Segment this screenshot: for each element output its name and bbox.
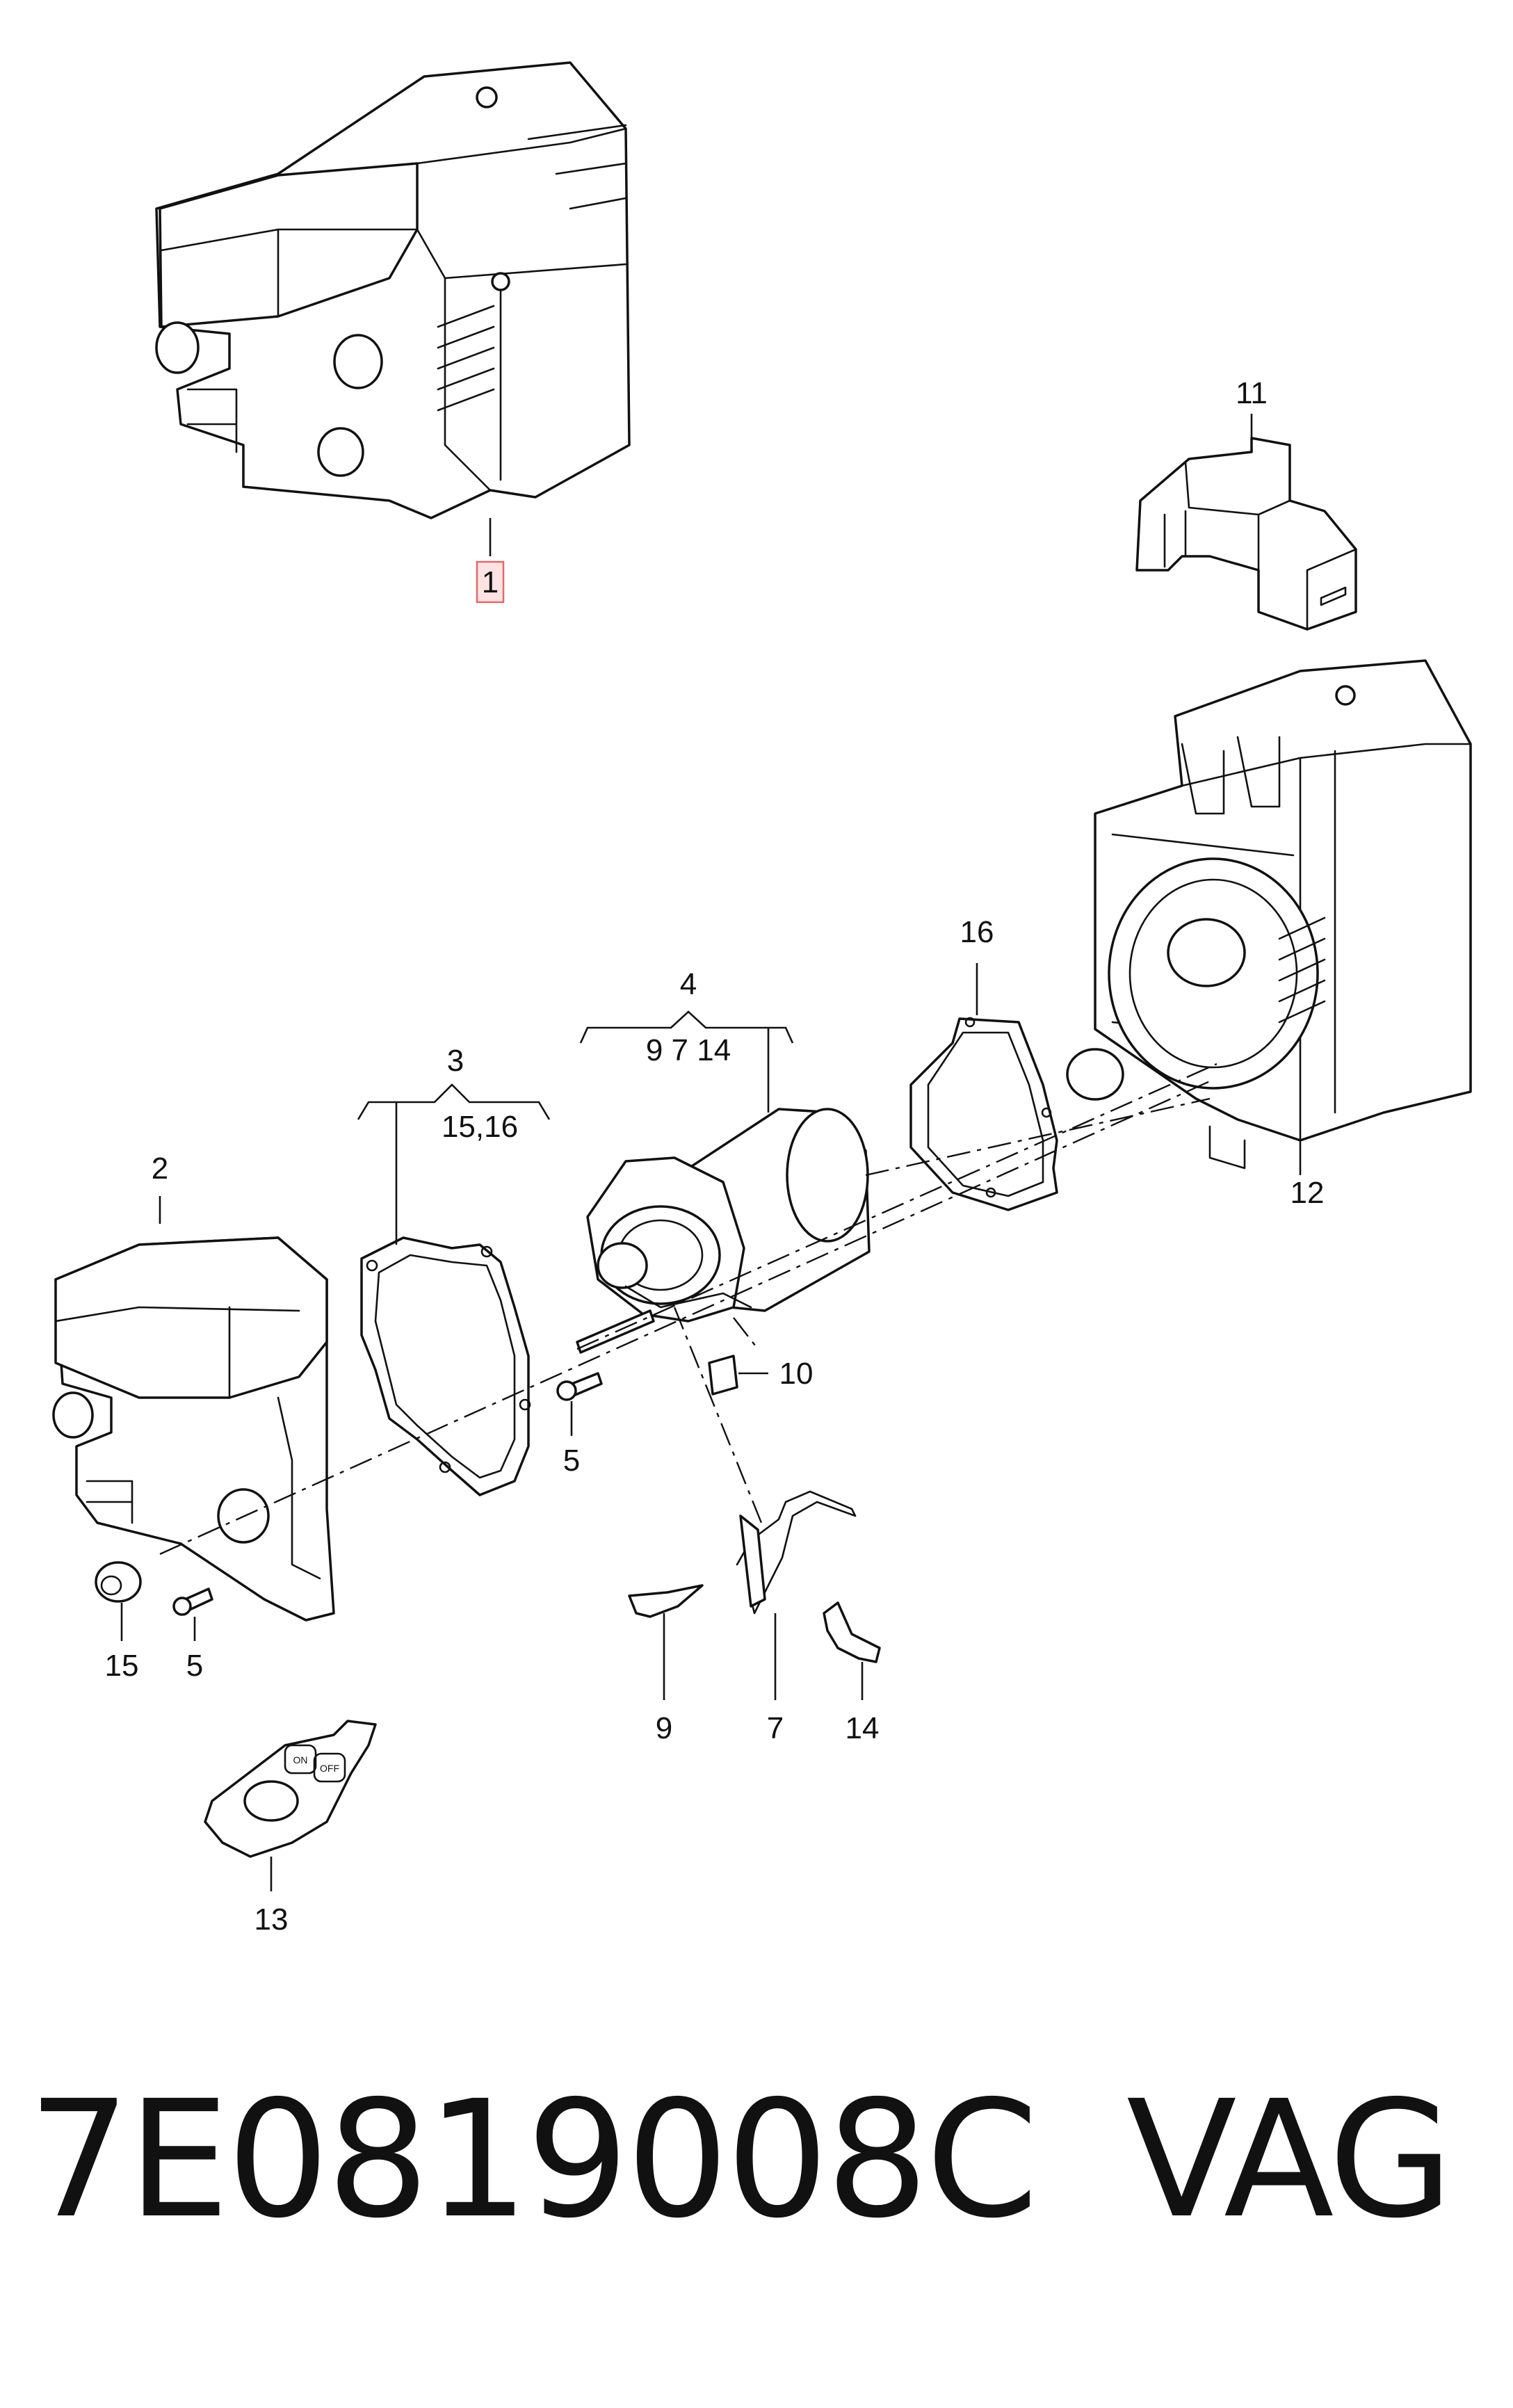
- callout-11: 11: [1236, 376, 1268, 410]
- assembly-axes: [159, 1062, 1217, 1555]
- callout-16: 16: [960, 915, 994, 949]
- burner-assembly-part-4: [586, 1108, 871, 1323]
- callout-3: 3: [447, 1044, 464, 1078]
- callout-9: 9: [656, 1711, 672, 1745]
- bracket-4: [579, 1010, 794, 1044]
- callout-13: 13: [254, 1902, 289, 1937]
- callout-15: 15: [105, 1649, 139, 1683]
- screw-part-5-upper: [556, 1372, 603, 1401]
- bracket-3: [357, 1083, 551, 1120]
- remote-control-part-13: ON OFF: [204, 1720, 377, 1858]
- callout-1-highlight: [476, 560, 505, 604]
- callout-3-sub: 15,16: [442, 1110, 518, 1144]
- housing-gasket-part-3: [360, 1236, 531, 1496]
- gasket-part-16: [909, 1017, 1058, 1211]
- callout-5-upper: 5: [563, 1444, 580, 1478]
- callout-4-sub: 9 7 14: [646, 1033, 731, 1067]
- heater-unit-assembled: [155, 61, 631, 519]
- remote-off-label: OFF: [320, 1763, 339, 1774]
- holder-part-14: [823, 1601, 881, 1663]
- screw-part-5-lower: [172, 1587, 213, 1616]
- heater-body-part-12: [1066, 659, 1472, 1170]
- clip-part-10: [708, 1355, 738, 1396]
- callout-2: 2: [152, 1152, 168, 1186]
- callout-12: 12: [1290, 1176, 1325, 1210]
- control-housing-part-2: [52, 1236, 335, 1622]
- part-number-caption: 7E0819008C: [28, 2066, 1038, 2254]
- callout-1: 1: [482, 565, 499, 599]
- callout-7: 7: [767, 1711, 784, 1745]
- cover-part-11: [1135, 437, 1357, 631]
- callout-5-lower: 5: [186, 1649, 203, 1683]
- bracket-part-9: [628, 1584, 704, 1618]
- sensor-part-7: [736, 1490, 857, 1615]
- callout-14: 14: [846, 1711, 880, 1745]
- callout-10: 10: [779, 1357, 814, 1391]
- grommet-part-15: [95, 1561, 142, 1603]
- remote-on-label: ON: [293, 1754, 308, 1765]
- brand-caption: VAG: [1126, 2066, 1453, 2254]
- callout-4: 4: [680, 967, 697, 1001]
